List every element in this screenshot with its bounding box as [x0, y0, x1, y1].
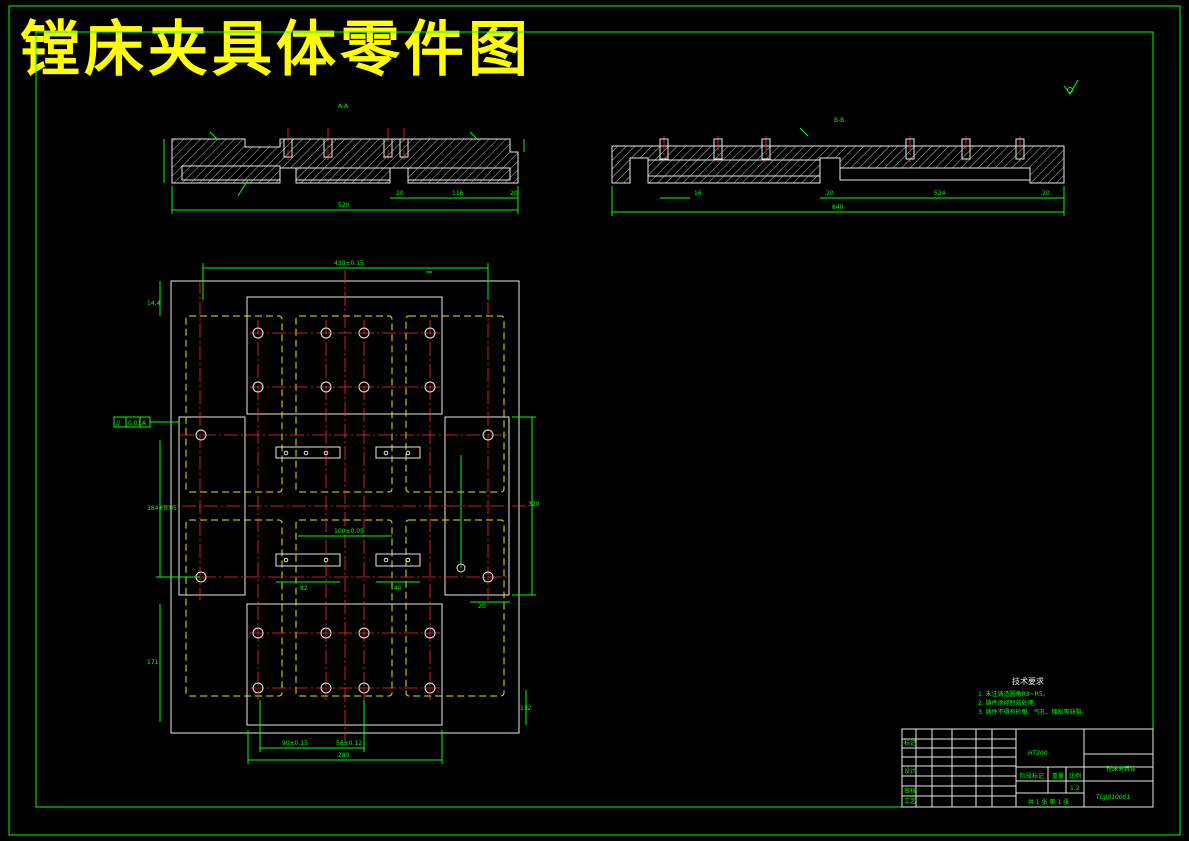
title-block-row-label-1: 标记 [904, 739, 916, 747]
dim-sec-b-seg1: 524 [934, 190, 946, 197]
dim-sec-a-seg1: 116 [452, 190, 464, 197]
inner-border [35, 31, 1154, 808]
title-block: HT200 镗床夹具体 TCJJ010001 1:2 共 1 张 第 1 张 标… [901, 728, 1154, 808]
outer-border [8, 5, 1181, 836]
dim-sec-a-total: 520 [338, 202, 350, 209]
tech-req-item-2: 2. 铸件须经时效处理。 [978, 699, 1040, 707]
title-block-col-label-2: 重量 [1052, 772, 1064, 780]
section-a-a: A-A 520 1 [163, 103, 525, 214]
roughness-symbol-icon [1063, 79, 1079, 95]
dim-plan-left-top: 14.4 [147, 300, 161, 307]
dim-plan-left-mid: 384±0.05 [147, 505, 177, 512]
dim-sec-b-total: 640 [832, 204, 844, 211]
section-b-label: B-B [834, 117, 844, 124]
tech-req-heading: 技术要求 [1012, 676, 1044, 686]
technical-requirements: 技术要求 1. 未注铸造圆角R3~R5。 2. 铸件须经时效处理。 3. 铸件不… [978, 676, 1088, 716]
dim-plan-side: 20 [478, 603, 486, 610]
title-block-row-label-3: 审核 [904, 787, 916, 795]
title-block-col-label-1: 阶段标记 [1020, 772, 1044, 780]
title-block-row-label-4: 工艺 [904, 797, 916, 805]
title-block-sheet-info: 共 1 张 第 1 张 [1028, 798, 1069, 806]
section-b-b: B-B 640 [611, 117, 1065, 216]
dim-plan-left-bot: 171 [147, 659, 159, 666]
dim-plan-sub-a: 82 [300, 585, 308, 592]
title-block-part-name: 镗床夹具体 [1106, 765, 1136, 773]
plan-view: 430±0.15 14.4 384±0.05 171 320 132 280 9… [113, 260, 540, 764]
dim-sec-a-seg3: 20 [510, 190, 518, 197]
dim-sec-b-seg2: 20 [826, 190, 834, 197]
drawing-title: 镗床夹具体零件图 [20, 15, 532, 85]
dim-plan-right-bot: 132 [520, 705, 532, 712]
section-a-label: A-A [338, 103, 349, 110]
tolerance-value: 0.01 [128, 420, 142, 427]
tolerance-frame: // 0.01 A [113, 416, 179, 428]
title-block-scale: 1:2 [1070, 785, 1080, 792]
title-block-col-label-3: 比例 [1069, 772, 1081, 780]
title-block-row-label-2: 设计 [904, 767, 916, 775]
dim-plan-bottom-b: 58±0.12 [336, 740, 362, 747]
dim-sec-b-seg3: 20 [1042, 190, 1050, 197]
dim-sec-a-seg2: 20 [396, 190, 404, 197]
tolerance-datum: A [142, 420, 147, 427]
tolerance-symbol: // [116, 420, 121, 427]
dim-plan-right: 320 [528, 501, 540, 508]
tech-req-item-3: 3. 铸件不得有砂眼、气孔、缩松等缺陷。 [978, 708, 1088, 716]
title-block-drawing-number: TCJJ010001 [1096, 794, 1130, 801]
dim-plan-sub-b: 40 [394, 585, 402, 592]
dim-plan-bottom-a: 90±0.15 [282, 740, 308, 747]
tech-req-item-1: 1. 未注铸造圆角R3~R5。 [978, 690, 1049, 698]
dim-sec-b-seg4: 16 [694, 190, 702, 197]
dim-plan-top: 430±0.15 [334, 260, 364, 267]
dim-plan-bottom-total: 280 [338, 752, 350, 759]
dim-plan-center: 100±0.05 [334, 528, 364, 535]
title-block-material: HT200 [1028, 750, 1048, 757]
